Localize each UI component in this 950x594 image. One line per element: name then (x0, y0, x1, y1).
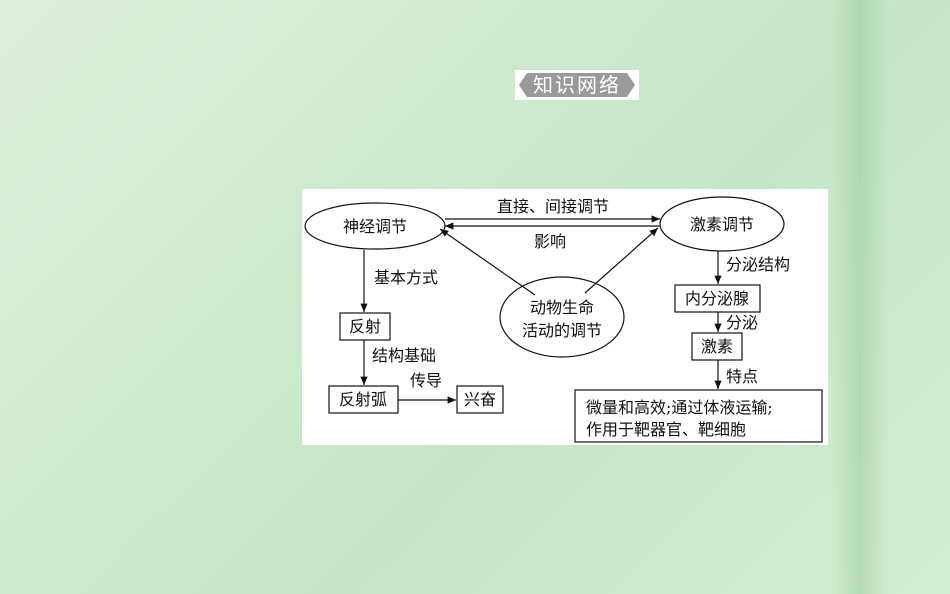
label-hormonal: 激素调节 (690, 215, 754, 234)
label-structural: 结构基础 (372, 346, 436, 365)
label-basic-mode: 基本方式 (374, 268, 438, 287)
box-features (574, 389, 823, 443)
label-features: 特点 (726, 367, 758, 386)
box-hormone (691, 332, 743, 361)
arrow-center-hormonal (584, 227, 659, 294)
label-hormone: 激素 (701, 337, 733, 356)
box-excitation (456, 385, 504, 414)
label-excitation: 兴奋 (464, 390, 496, 409)
label-conduct: 传导 (410, 371, 442, 390)
node-hormonal (659, 196, 785, 252)
label-reflex-arc: 反射弧 (339, 390, 387, 409)
arrow-center-nervous (439, 228, 536, 296)
node-center (499, 276, 625, 358)
box-reflex (339, 312, 391, 341)
section-badge: 知识网络 (515, 70, 639, 100)
label-secretory: 分泌结构 (726, 255, 790, 274)
label-secrete: 分泌 (726, 313, 758, 332)
section-title: 知识网络 (519, 73, 635, 97)
label-endocrine: 内分泌腺 (685, 289, 749, 308)
label-influence: 影响 (534, 232, 566, 251)
features-line-2: 作用于靶器官、靶细胞 (586, 420, 746, 439)
label-nervous: 神经调节 (343, 217, 407, 236)
diagram-svg: 神经调节 激素调节 动物生命 活动的调节 直接、间接调节 影响 基本方式 反射 … (304, 196, 823, 443)
concept-diagram: 神经调节 激素调节 动物生命 活动的调节 直接、间接调节 影响 基本方式 反射 … (302, 189, 828, 445)
features-line-1: 微量和高效;通过体液运输; (586, 398, 773, 417)
label-center-2: 活动的调节 (522, 321, 602, 340)
label-reflex: 反射 (349, 317, 381, 336)
bamboo-decoration (830, 0, 890, 594)
label-center-1: 动物生命 (530, 298, 594, 317)
label-direct: 直接、间接调节 (497, 197, 609, 216)
